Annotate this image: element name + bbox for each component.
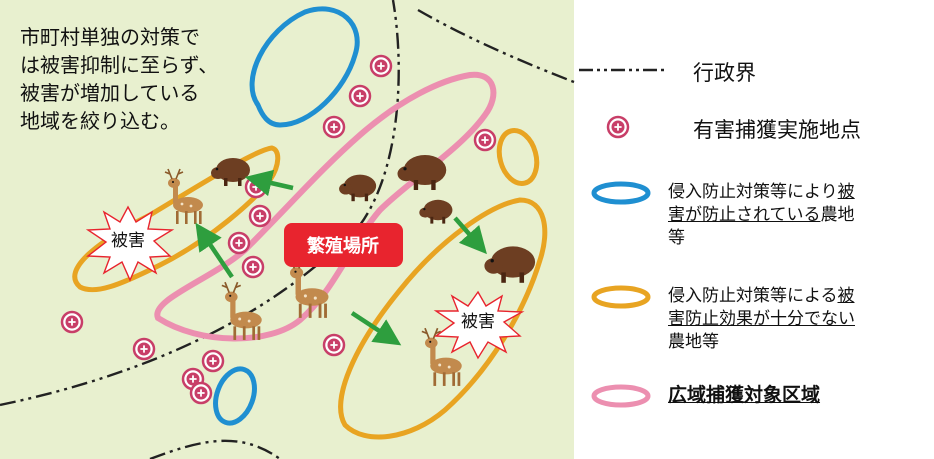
- capture-point: [189, 381, 213, 405]
- capture-point: [241, 255, 265, 279]
- capture-point: [60, 310, 84, 334]
- blue-zones: [213, 6, 360, 426]
- damage-burst-right: 被害: [433, 290, 525, 360]
- capture-point: [348, 84, 372, 108]
- capture-point: [369, 54, 393, 78]
- damage-label: 被害: [111, 231, 145, 251]
- blue-zone-bottom: [213, 366, 257, 426]
- damage-label: 被害: [461, 312, 495, 332]
- wide-area-capture-zone: [154, 71, 497, 342]
- capture-point: [473, 128, 497, 152]
- breeding-site-label: 繁殖場所: [284, 223, 403, 267]
- svg-text:市町村単独の対策で: 市町村単独の対策で: [20, 25, 200, 49]
- intro-text: 市町村単独の対策で は被害抑制に至らず、 被害が増加している 地域を絞り込む。: [20, 25, 218, 133]
- legend-pink-zone-swatch: [591, 384, 651, 408]
- legend: [579, 68, 666, 408]
- capture-point: [132, 337, 156, 361]
- capture-point: [248, 204, 272, 228]
- orange-zone-small: [496, 128, 540, 186]
- capture-point: [227, 231, 251, 255]
- legend-capture-point-icon: [606, 115, 630, 139]
- svg-text:繁殖場所: 繁殖場所: [306, 235, 379, 257]
- legend-prevented-label: 侵入防止対策等により被 害が防止されている農地 等: [668, 182, 855, 248]
- svg-text:は被害抑制に至らず、: は被害抑制に至らず、: [20, 53, 218, 77]
- capture-point: [201, 349, 225, 373]
- legend-blue-zone-swatch: [591, 181, 651, 205]
- legend-admin-boundary-label: 行政界: [693, 61, 756, 85]
- damage-burst-left: 被害: [85, 205, 175, 282]
- orange-zone-right: [338, 197, 548, 440]
- legend-wide-area-label: 広域捕獲対象区域: [668, 384, 821, 406]
- legend-capture-point-label: 有害捕獲実施地点: [693, 118, 861, 142]
- legend-orange-zone-swatch: [591, 285, 651, 309]
- capture-point: [322, 333, 346, 357]
- blue-zone-top: [249, 6, 360, 128]
- legend-insufficient-label: 侵入防止対策等による被 害防止効果が十分でない 農地等: [668, 286, 855, 352]
- movement-arrows: [195, 169, 487, 346]
- svg-text:被害が増加している: 被害が増加している: [20, 81, 199, 105]
- svg-text:地域を絞り込む。: 地域を絞り込む。: [20, 109, 180, 133]
- capture-point: [322, 115, 346, 139]
